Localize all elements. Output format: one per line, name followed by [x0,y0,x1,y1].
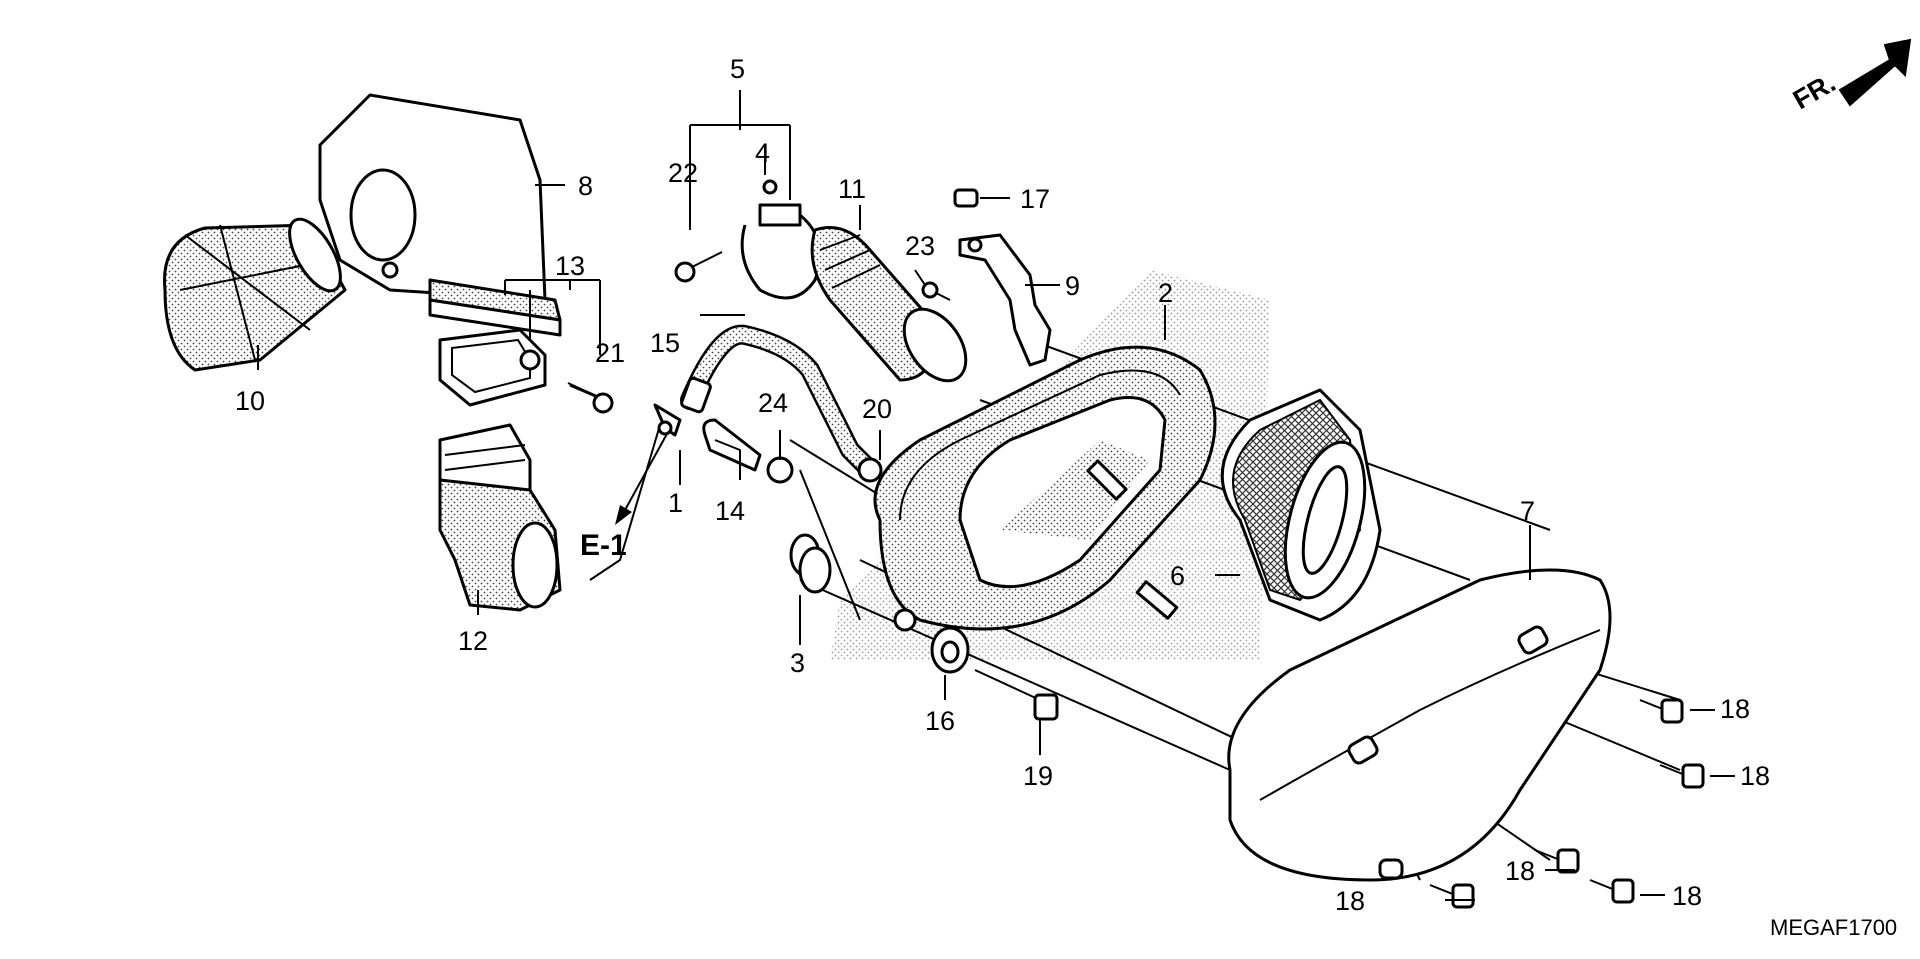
reference-label: E-1 [580,529,627,562]
callout-17: 17 [1020,184,1050,214]
callout-19: 19 [1023,761,1053,791]
callout-3: 3 [790,648,805,678]
callout-18-b: 18 [1740,761,1770,791]
callout-4: 4 [755,138,770,168]
clip-1 [653,403,682,437]
callout-24: 24 [758,388,788,418]
screw-23 [921,281,951,301]
callout-15: 15 [650,328,680,358]
bolt-18-c [1534,848,1580,874]
clamp-20 [857,457,883,483]
intake-funnel [163,217,347,372]
callout-7: 7 [1520,496,1535,526]
bolt-19 [974,669,1059,721]
callout-1: 1 [668,488,683,518]
callout-12: 12 [458,626,488,656]
gasket-set [438,328,547,407]
callout-2: 2 [1158,278,1173,308]
bolt-18-e [1429,883,1475,909]
callout-11: 11 [838,174,866,204]
clamp-assembly [674,179,822,300]
callout-9: 9 [1065,271,1080,301]
intake-duct [438,423,562,612]
callout-22: 22 [668,158,698,188]
drain-hose [680,324,880,480]
callout-13: 13 [555,251,585,281]
front-indicator: FR. [1788,67,1841,115]
callout-8: 8 [578,171,593,201]
callout-18-d: 18 [1672,881,1702,911]
callout-16: 16 [925,706,955,736]
nut-17 [953,188,979,208]
stay-bracket [958,233,1052,367]
callout-14: 14 [715,496,745,526]
bolt-18-a [1639,698,1684,724]
grommet-16 [930,626,970,674]
air-cleaner-cover [1227,568,1612,882]
bolt-18-b [1659,763,1705,789]
drain-plug-14 [702,418,762,472]
callout-18-c: 18 [1505,856,1535,886]
callout-18-a: 18 [1720,694,1750,724]
resonator-cover [318,93,562,337]
callout-6: 6 [1170,561,1185,591]
clamp-24 [766,456,794,484]
bolt-18-d [1589,878,1635,904]
callout-20: 20 [862,394,892,424]
callout-5: 5 [730,54,745,84]
callout-18-e: 18 [1335,886,1365,916]
front-direction-arrow-icon [1838,38,1912,107]
reference-arrow [615,431,669,525]
callout-23: 23 [905,231,935,261]
grommet-3 [789,533,832,594]
callout-10: 10 [235,386,265,416]
bolt-21 [567,382,614,414]
connecting-tube [810,226,968,383]
diagram-code: MEGAF1700 [1770,915,1897,940]
air-filter-element [1220,388,1382,622]
callout-21: 21 [595,338,625,368]
